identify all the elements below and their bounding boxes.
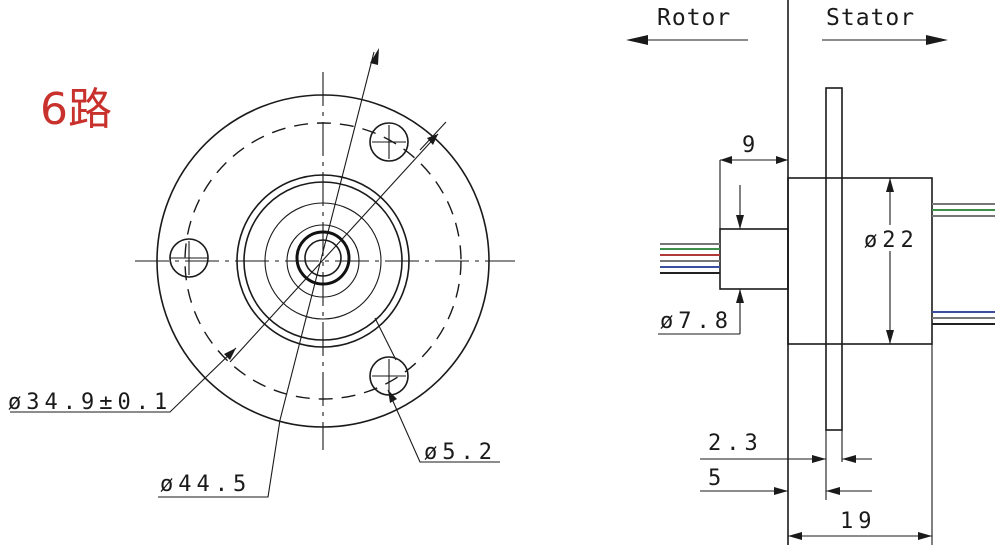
front-view: ø34.9±0.1 ø44.5 ø5.2: [8, 48, 515, 498]
leader-bore: [10, 347, 237, 413]
body-outer-circle: [236, 174, 410, 348]
rotor-diameter-label: ø7.8: [660, 309, 733, 334]
rotor-arrowhead: [626, 35, 648, 45]
bolt-circle-dim-line: [229, 133, 439, 363]
flange-plate: [825, 87, 843, 431]
stator-arrowhead: [926, 35, 948, 45]
hole-diameter-label: ø5.2: [424, 440, 497, 465]
body-step-circle: [264, 202, 382, 320]
bore-diameter-label: ø34.9±0.1: [8, 390, 172, 415]
rotor-label: Rotor: [657, 5, 731, 31]
leader-hole: [387, 389, 500, 463]
arrowhead: [224, 348, 236, 360]
stator-diameter-label: ø22: [864, 228, 919, 253]
channel-count-badge: 6路: [40, 84, 112, 135]
outer-flange-circle: [156, 94, 490, 428]
flange-thickness-label: 2.3: [708, 431, 763, 456]
arrowhead: [388, 390, 397, 403]
body-inner-circle: [243, 181, 403, 341]
arrowhead: [427, 134, 438, 145]
flange-diameter-label: ø44.5: [160, 472, 251, 497]
rotor-wires: [660, 243, 720, 274]
flange-offset-label: 5: [708, 466, 726, 491]
bolt-circle: [184, 122, 462, 400]
bore-circle: [304, 239, 342, 277]
rotor-shaft: [719, 228, 789, 290]
offset-label: 9: [742, 133, 760, 158]
stator-label: Stator: [826, 5, 915, 31]
mounting-hole-top: [369, 122, 409, 162]
shaft-outer-circle: [286, 224, 360, 298]
arrowhead: [370, 48, 379, 65]
leader-flange: [158, 419, 281, 498]
shaft-circle: [295, 230, 351, 286]
total-length-label: 19: [840, 509, 877, 534]
side-view: Rotor Stator: [626, 0, 995, 545]
stator-body: [787, 177, 933, 345]
stator-wires: [932, 203, 995, 325]
